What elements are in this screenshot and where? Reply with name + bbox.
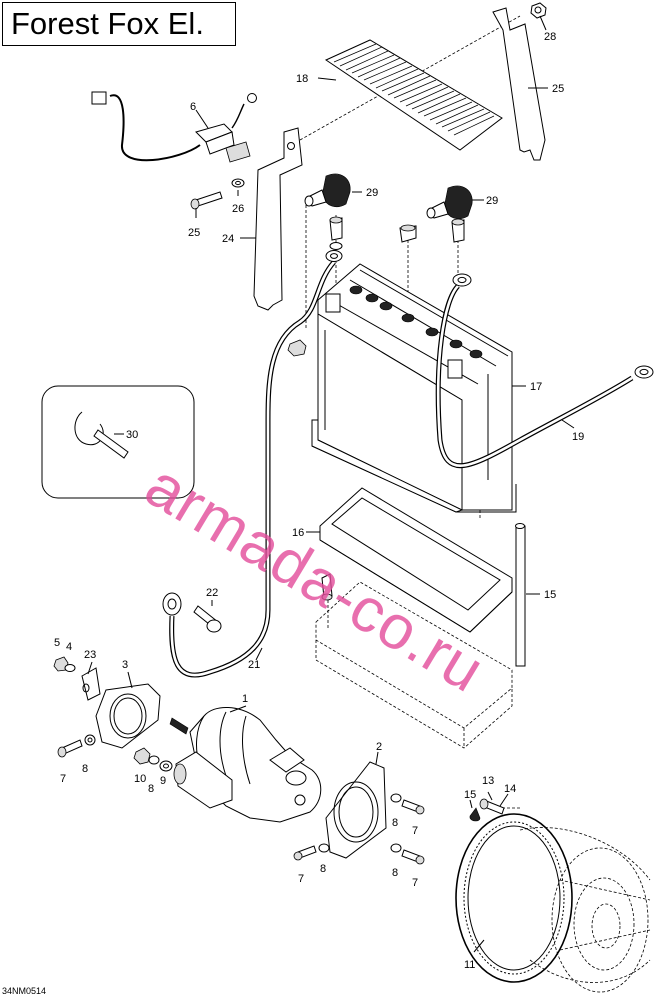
washer-26 — [231, 178, 245, 188]
starter-motor — [169, 706, 322, 823]
callout-7b: 7 — [412, 825, 418, 837]
flange-gasket — [325, 761, 387, 859]
callout-22: 23 — [84, 649, 96, 661]
callout-3: 3 — [122, 659, 128, 671]
callout-2: 2 — [376, 741, 382, 753]
title-box: Forest Fox El. — [2, 2, 236, 46]
leader-lines — [87, 15, 575, 953]
callout-23: 24 — [222, 233, 234, 245]
terminal-boot-left — [304, 173, 351, 208]
callout-19: 18 — [296, 73, 308, 85]
callout-8c: 8 — [392, 817, 398, 829]
callout-labels: 28 18 25 6 29 29 26 25 24 17 30 19 16 15… — [54, 31, 584, 971]
callout-18: 16 — [292, 527, 304, 539]
nut-27 — [530, 2, 547, 19]
callout-26: 26 — [232, 203, 244, 215]
callout-15: 15 — [464, 789, 476, 801]
fuse-harness — [91, 91, 257, 163]
callout-8b: 8 — [148, 783, 154, 795]
callout-25: 25 — [188, 227, 200, 239]
callout-10: 10 — [134, 773, 146, 785]
callout-13: 13 — [482, 775, 494, 787]
callout-14: 14 — [504, 783, 516, 795]
tube-17 — [515, 523, 526, 667]
callout-4: 4 — [66, 641, 72, 653]
battery-tray — [319, 487, 513, 633]
callout-28a: 29 — [366, 187, 378, 199]
callout-7c: 7 — [298, 873, 304, 885]
battery-cover-plate — [324, 39, 503, 151]
cable-tie-inset — [41, 385, 195, 499]
callout-29: 22 — [206, 587, 218, 599]
callout-11: 11 — [464, 959, 475, 971]
callout-21: 21 — [248, 659, 260, 671]
dashed-mount-plate — [315, 573, 513, 749]
callout-27: 28 — [544, 31, 556, 43]
callout-16: 17 — [530, 381, 542, 393]
hardware-13-14-15 — [469, 798, 505, 822]
battery-strap — [492, 7, 546, 161]
bracket-23 — [253, 127, 303, 311]
callout-7d: 7 — [412, 877, 418, 889]
callout-17: 15 — [544, 589, 556, 601]
callout-24: 25 — [552, 83, 564, 95]
callout-30: 30 — [126, 429, 138, 441]
screw-washer-left — [57, 734, 96, 758]
callout-5: 5 — [54, 637, 60, 649]
screws-washers-right — [293, 793, 425, 865]
drawing-code: 34NM0514 — [2, 986, 47, 996]
callout-7a: 7 — [60, 773, 66, 785]
bolt-29 — [193, 605, 222, 633]
hardware-4-5-22 — [53, 656, 101, 701]
callout-8d: 8 — [320, 863, 326, 875]
terminal-boot-right — [426, 185, 473, 220]
nut-washers-10-8-9 — [133, 747, 173, 772]
diagram-title: Forest Fox El. — [11, 6, 204, 41]
cable-21 — [162, 250, 343, 678]
ring-gear-flywheel — [455, 813, 651, 993]
starter-gasket — [95, 683, 161, 749]
battery — [311, 263, 517, 513]
callout-20: 19 — [572, 431, 584, 443]
terminal-bolts — [329, 216, 465, 250]
callout-6: 6 — [190, 101, 196, 113]
callout-8a: 8 — [82, 763, 88, 775]
callout-1: 1 — [242, 693, 248, 705]
callout-8e: 8 — [392, 867, 398, 879]
callout-28b: 29 — [486, 195, 498, 207]
callout-9: 9 — [160, 775, 166, 787]
screw-25 — [190, 191, 223, 210]
cable-20 — [435, 273, 654, 469]
